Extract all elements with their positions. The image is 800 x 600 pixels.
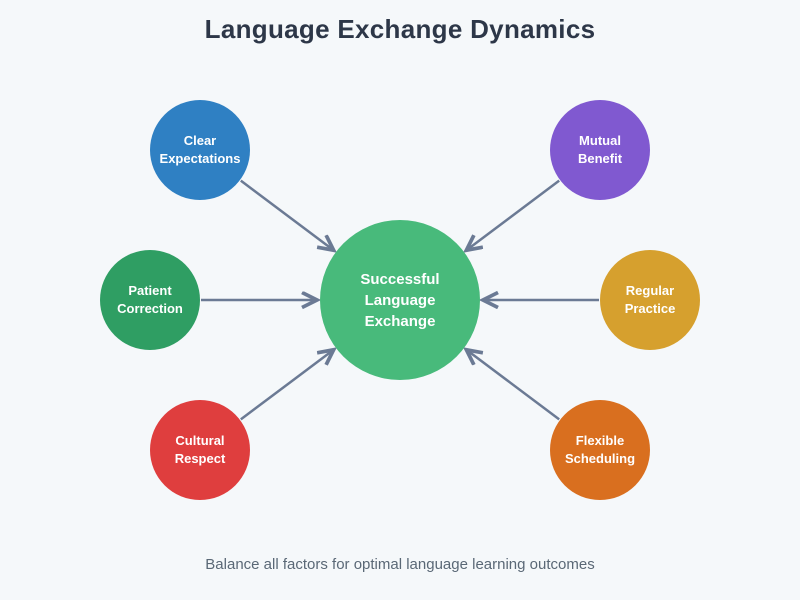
arrow-mutual-benefit-to-center: [466, 179, 560, 251]
arrow-cultural-respect-to-center: [240, 350, 334, 421]
diagram-title: Language Exchange Dynamics: [204, 14, 596, 44]
diagram-caption: Balance all factors for optimal language…: [205, 556, 595, 573]
arrow-flexible-scheduling-to-center: [466, 350, 560, 421]
arrow-clear-expectations-to-center: [240, 179, 334, 251]
